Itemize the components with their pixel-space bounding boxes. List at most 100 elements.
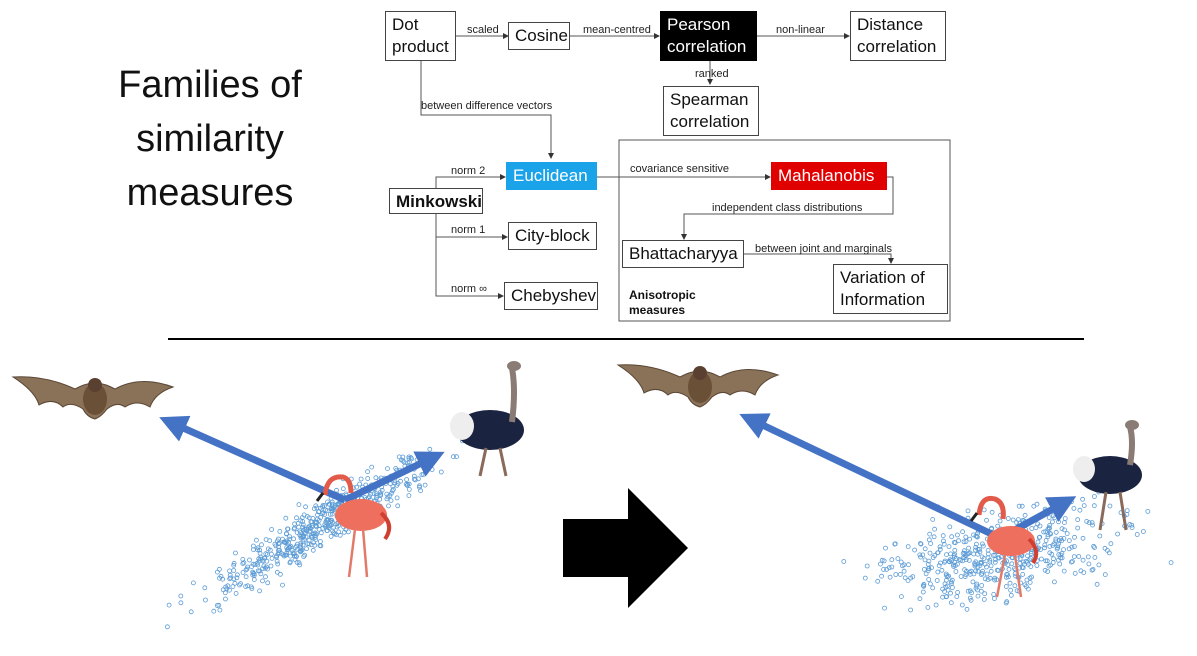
data-point	[939, 567, 945, 573]
data-point	[166, 602, 172, 608]
data-point	[341, 529, 347, 535]
data-point	[955, 590, 960, 595]
data-point	[918, 541, 924, 547]
data-point	[310, 547, 316, 553]
data-point	[898, 559, 904, 565]
data-point	[394, 495, 400, 501]
data-point	[1042, 567, 1048, 573]
label-independent-class: independent class distributions	[712, 202, 863, 214]
data-point	[1062, 527, 1067, 533]
data-point	[1031, 503, 1037, 509]
data-point	[1089, 520, 1095, 525]
data-point	[959, 602, 965, 608]
data-point	[354, 484, 360, 490]
data-point	[298, 548, 304, 554]
node-spearman-line-1: Spearman	[670, 90, 749, 109]
data-point	[281, 539, 287, 545]
data-point	[942, 558, 948, 564]
node-spearman: Spearman correlation	[663, 86, 759, 136]
data-point	[982, 591, 988, 597]
data-point	[1092, 494, 1097, 499]
data-point	[188, 609, 194, 615]
data-point	[283, 515, 289, 521]
data-point	[948, 600, 954, 606]
data-point	[1061, 536, 1067, 541]
data-point	[291, 536, 297, 542]
data-point	[1058, 555, 1063, 561]
data-point	[941, 538, 946, 544]
data-point	[234, 572, 240, 578]
anisotropic-group-box	[618, 139, 951, 322]
data-point	[1059, 551, 1065, 556]
data-point	[875, 578, 881, 584]
data-point	[329, 511, 335, 517]
data-point	[964, 606, 970, 612]
data-point	[995, 555, 1001, 561]
data-point	[1069, 499, 1074, 505]
data-point	[972, 563, 978, 569]
data-point	[1043, 538, 1049, 543]
data-point	[1005, 572, 1010, 578]
data-point	[978, 588, 984, 594]
data-point	[925, 561, 931, 567]
data-point	[930, 585, 936, 591]
node-spearman-line-2: correlation	[670, 112, 750, 131]
data-point	[963, 539, 969, 544]
data-point	[327, 512, 333, 517]
data-point	[365, 476, 371, 481]
data-point	[1080, 535, 1086, 541]
data-point	[406, 454, 412, 460]
data-point	[308, 528, 313, 534]
node-cosine: Cosine	[508, 22, 570, 50]
data-point	[1061, 547, 1066, 552]
data-point	[284, 531, 289, 536]
data-point	[979, 571, 985, 576]
data-point	[956, 557, 962, 562]
data-point	[937, 547, 943, 552]
data-point	[985, 548, 991, 553]
data-point	[260, 578, 265, 584]
data-point	[385, 466, 390, 472]
data-point	[883, 545, 888, 551]
data-point	[400, 454, 406, 460]
data-point	[1050, 560, 1056, 565]
data-point	[1045, 569, 1050, 574]
data-point	[300, 522, 306, 528]
node-distance-line-2: correlation	[857, 37, 937, 56]
label-mean-centred: mean-centred	[583, 24, 651, 36]
data-point	[1010, 517, 1016, 523]
data-point	[286, 545, 292, 551]
data-point	[1051, 556, 1056, 562]
label-scaled: scaled	[467, 24, 499, 36]
data-point	[925, 568, 931, 573]
data-point	[325, 523, 331, 529]
data-point	[1141, 529, 1146, 534]
data-point	[315, 516, 320, 522]
data-point	[1050, 519, 1055, 525]
data-point	[216, 566, 222, 572]
data-point	[952, 547, 958, 553]
data-point	[944, 552, 949, 557]
data-point	[1012, 583, 1018, 589]
data-point	[1096, 562, 1102, 568]
data-point	[1048, 562, 1053, 568]
data-point	[267, 538, 273, 544]
data-point	[395, 503, 401, 509]
node-distance-correlation: Distance correlation	[850, 11, 946, 61]
data-point	[1081, 503, 1087, 509]
data-point	[908, 607, 913, 613]
data-point	[329, 501, 335, 507]
ostrich-icon	[1073, 420, 1142, 531]
data-point	[948, 579, 954, 585]
data-point	[298, 546, 304, 552]
data-point	[234, 575, 240, 581]
data-point	[1056, 538, 1062, 543]
data-point	[202, 585, 208, 591]
data-point	[1007, 580, 1013, 586]
data-point	[233, 591, 239, 596]
data-point	[905, 578, 911, 583]
data-point	[965, 588, 971, 594]
data-point	[417, 483, 422, 489]
edge-independent-class	[681, 176, 894, 240]
data-point	[901, 568, 907, 574]
